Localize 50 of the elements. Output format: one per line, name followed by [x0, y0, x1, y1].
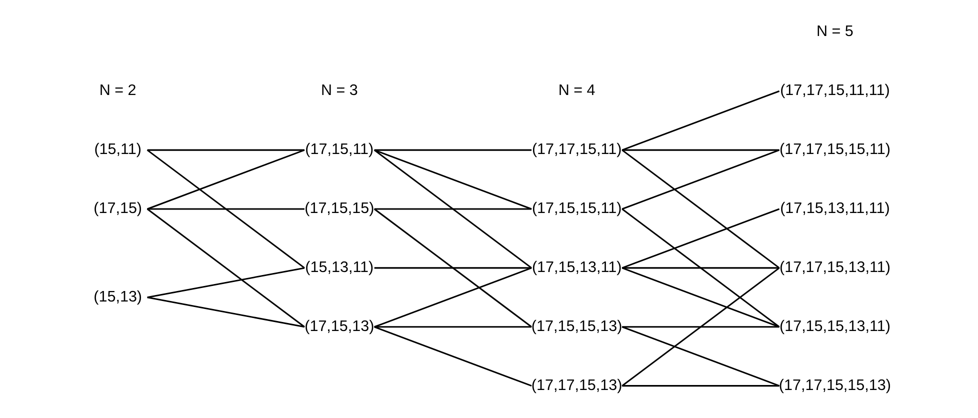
node-text: (17,15,11)	[304, 141, 374, 158]
connector	[146, 296, 304, 328]
node-text: (15,11)	[94, 141, 141, 158]
node-text: (17,15,15,13)	[530, 318, 622, 335]
connector	[146, 208, 304, 328]
connector	[374, 326, 532, 328]
connector	[622, 149, 779, 151]
connector	[622, 267, 779, 269]
connector	[374, 149, 532, 210]
connector	[374, 267, 532, 269]
connector	[621, 208, 780, 328]
connector	[146, 149, 304, 210]
connector	[621, 208, 780, 269]
node-text: (17,15,13)	[304, 318, 374, 335]
node-text: (17,17,15,15,11)	[779, 141, 890, 158]
connector	[622, 385, 779, 387]
node-text: (17,17,15,13)	[530, 376, 622, 394]
node-text: (15,13,11)	[304, 258, 374, 276]
connector	[621, 326, 780, 387]
connector	[374, 326, 532, 387]
node-text: (17,17,15,11,11)	[780, 82, 890, 100]
node-text: (17,17,15,13,11)	[779, 258, 890, 276]
connector	[621, 149, 780, 210]
node-text: (17,15,13,11,11)	[780, 200, 890, 218]
connector	[621, 90, 780, 151]
node-text: (17,17,15,11)	[531, 141, 622, 158]
connector	[621, 149, 780, 269]
node-text: (17,15,15)	[304, 200, 374, 218]
label: N = 5	[816, 23, 853, 40]
node-text: (17,17,15,15,13)	[778, 376, 890, 394]
connector	[146, 267, 304, 298]
connector	[621, 267, 780, 328]
node-text: (17,15)	[93, 200, 142, 218]
connector	[146, 208, 304, 210]
label: N = 3	[320, 82, 358, 100]
connector	[621, 267, 780, 386]
label: N = 4	[558, 82, 595, 100]
node-text: (17,15,15,13,11)	[779, 318, 890, 335]
connector	[374, 267, 532, 328]
connector	[373, 208, 532, 328]
connector	[373, 149, 532, 269]
node-text: (17,15,13,11)	[531, 258, 622, 276]
node-text: (17,15,15,11)	[531, 200, 622, 218]
connector	[374, 149, 532, 151]
connector	[146, 149, 304, 269]
connector	[622, 326, 779, 328]
node-text: (15,13)	[93, 288, 142, 306]
label: N = 2	[98, 82, 136, 100]
connector	[374, 208, 532, 210]
connector	[146, 149, 304, 151]
